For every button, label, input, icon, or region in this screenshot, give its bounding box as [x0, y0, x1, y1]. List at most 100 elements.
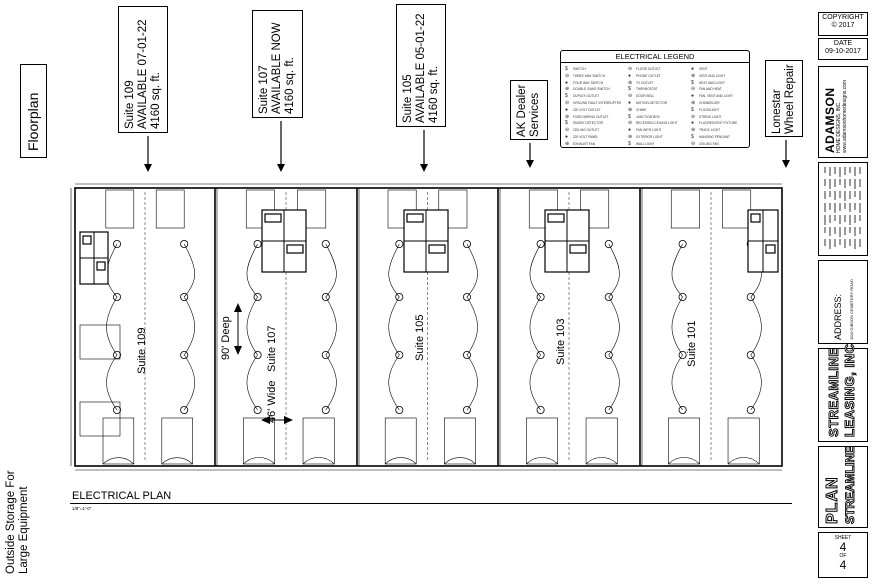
rear-door [585, 417, 618, 465]
legend-symbol-icon: ⊕ [565, 140, 570, 147]
legend-item: MOTION DETECTOR [636, 101, 668, 105]
sheet-number: 4 [839, 540, 847, 554]
title-block-sheet: SHEET 4 OF 4 [818, 532, 868, 578]
designer-name: ADAMSON [823, 87, 837, 154]
front-window [528, 189, 558, 229]
legend-item: 220 VOLT PANEL [573, 135, 599, 139]
callout-suite-107: Suite 107 AVAILABLE NOW 4160 sq. ft. [252, 10, 303, 118]
legend-item: CHIME [636, 107, 647, 112]
door-swing [243, 457, 275, 465]
legend-symbol-icon: ⊖ [565, 127, 570, 134]
legend-symbol-icon: ● [691, 66, 695, 72]
legend-symbol-icon: ⊕ [565, 113, 570, 120]
title-block-client: STREAMLINE LEASING, INC [818, 343, 868, 442]
client-name-line: LEASING, INC [842, 343, 858, 437]
legend-symbol-icon: ● [628, 127, 632, 134]
legend-item: CEILING FAN [699, 141, 719, 146]
suite-label-101: Suite 101 [686, 320, 698, 367]
legend-item: FOUR WAY SWITCH [573, 80, 604, 85]
legend-item: HEAT AND LIGHT [699, 80, 725, 85]
legend-symbol-icon: ⊖ [565, 72, 570, 79]
door-swing [444, 457, 476, 465]
legend-item: FLOODLIGHT [699, 107, 720, 112]
door-swing [526, 457, 558, 465]
client-text: STREAMLINE LEASING, INC [826, 343, 858, 437]
callout-arrow-head-icon [526, 160, 534, 168]
legend-symbol-icon: ⊖ [691, 86, 696, 93]
rear-door [302, 417, 335, 465]
legend-symbol-icon: ⊕ [628, 79, 633, 86]
fixture [264, 213, 282, 223]
rear-door [444, 417, 476, 465]
title-block-copyright: COPYRIGHT © 2017 [818, 12, 868, 36]
legend-item: VENT [699, 67, 708, 71]
legend-symbol-icon: ● [628, 72, 632, 79]
suite-label-107: Suite 107 [266, 325, 278, 372]
legend-symbol-icon: ⊖ [691, 113, 696, 120]
building-outline [74, 187, 783, 467]
door-swing [161, 457, 193, 465]
legend-symbol-icon: $ [628, 140, 631, 147]
fixture [82, 235, 92, 245]
page-title-box: Floorplan [20, 64, 47, 158]
wiring-arc [325, 243, 337, 411]
address-label: ADDRESS: [833, 293, 843, 340]
client-name-line: STREAMLINE [826, 347, 842, 437]
door-swing [727, 457, 760, 465]
legend-title: ELECTRICAL LEGEND [615, 52, 695, 61]
legend-item: DOUBLE GANG SWITCH [573, 87, 610, 92]
plan-scale: 1/8"=1'-0" [72, 506, 92, 511]
address-text: ADDRESS: [833, 294, 843, 340]
wiring-arc [466, 243, 478, 411]
notes-text-block [824, 167, 861, 249]
front-window [580, 189, 610, 229]
legend-symbol-icon: ⊖ [565, 100, 570, 106]
legend-item: SWITCH [573, 67, 586, 71]
fixture [750, 213, 761, 223]
suite-label-103: Suite 103 [555, 318, 567, 365]
legend-item: EXHAUST FAN [573, 141, 596, 146]
wiring-arc [183, 243, 195, 411]
legend-symbol-icon: ⊕ [565, 86, 570, 93]
door-swing [302, 457, 335, 465]
copyright-year: 2017 [838, 22, 855, 29]
fixture [286, 244, 304, 254]
title-block-address: ADDRESS: 1110 GIBSON CEMETERY ROAD [818, 260, 868, 344]
rear-door [161, 417, 193, 465]
rear-door [526, 417, 558, 465]
sheet-label: SHEET [834, 535, 852, 541]
legend-item: DOOR BELL [636, 94, 655, 99]
legend-symbol-icon: ⊕ [628, 106, 633, 113]
legend-symbol-icon: ⊖ [628, 93, 633, 100]
title-block-designer: ADAMSON HOME DESIGNS, INC. www.adamsonho… [818, 66, 868, 158]
door-swing [102, 457, 135, 465]
fixture [547, 213, 565, 223]
legend-item: RECESSED CEILING LIGHT [636, 121, 678, 126]
legend-symbol-icon: ⊕ [691, 100, 696, 106]
legend-symbol-icon: $ [691, 134, 694, 140]
outside-storage-line: Outside Storage For [5, 470, 17, 574]
wiring-arc [671, 243, 683, 411]
address-value-wrap: 1110 GIBSON CEMETERY ROAD [849, 279, 854, 340]
legend-item: FAN WITH LIGHT [636, 128, 662, 133]
front-window [722, 189, 752, 229]
legend-item: 220 VOLT OUTLET [573, 107, 601, 112]
front-window [155, 189, 185, 229]
legend-symbol-icon: ⊖ [691, 140, 696, 147]
outside-storage-line: Large Equipment [18, 486, 30, 574]
legend-item: JUNCTION BOX [636, 114, 660, 119]
legend-item: STRING LIGHT [699, 114, 722, 119]
fixture [406, 213, 424, 223]
wiring-arc [246, 243, 258, 411]
callout-suite-105: Suite 105 AVAILABLE 05-01-22 4160 sq. ft… [396, 4, 446, 127]
callout-lonestar: Lonestar Wheel Repair [765, 60, 803, 137]
sheet-total: 4 [839, 558, 847, 572]
title-block-date: DATE 09-10-2017 [818, 38, 868, 60]
legend-item: GROUND FAULT INTERRUPTER [573, 101, 622, 105]
front-window [670, 189, 700, 229]
legend-item: SMOKE DETECTOR [573, 121, 603, 126]
legend-symbol-icon: ● [691, 120, 695, 127]
sheet-of: OF [839, 553, 847, 559]
copyright-symbol: © [831, 22, 837, 29]
dimension-wide: 46' Wide [266, 380, 278, 423]
